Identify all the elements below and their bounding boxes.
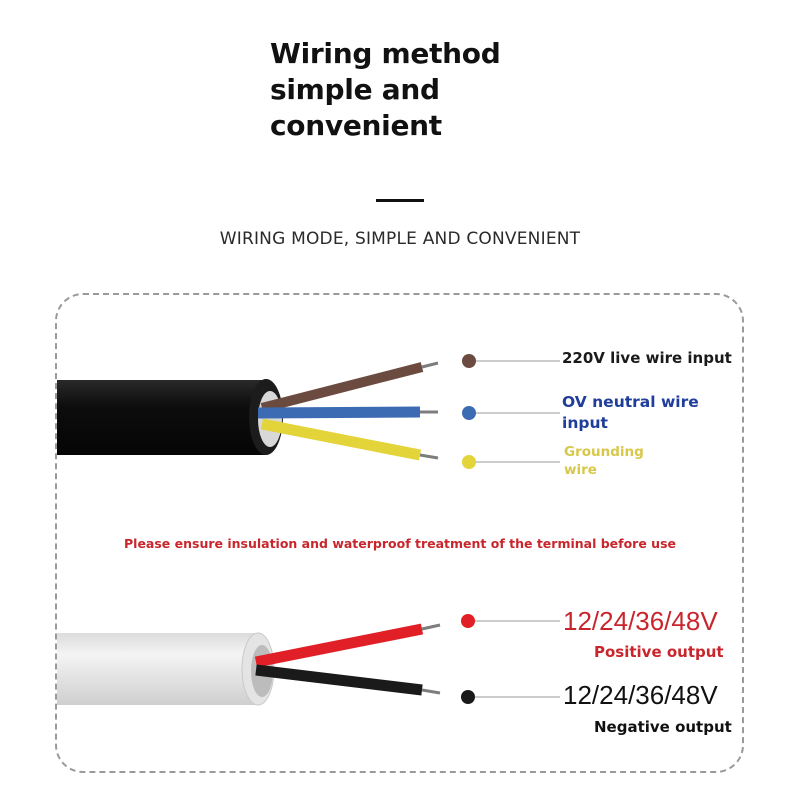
title-divider — [376, 199, 424, 202]
title-line-1: Wiring method — [270, 37, 501, 70]
dc-cable-jacket — [57, 633, 258, 705]
positive-voltage-label: 12/24/36/48V — [563, 606, 718, 636]
neutral-wire-label: OV neutral wire input — [562, 393, 699, 432]
live-wire — [260, 362, 424, 413]
live-dot — [462, 354, 476, 368]
positive-dot — [461, 614, 475, 628]
title-line-2: simple and — [270, 73, 440, 106]
ground-dot — [462, 455, 476, 469]
negative-wire — [255, 664, 423, 696]
negative-output-label: Negative output — [594, 718, 732, 736]
neutral-wire — [257, 406, 421, 419]
positive-wire-tip — [421, 623, 441, 631]
ac-cable-jacket — [57, 380, 265, 455]
ground-wire-tip — [419, 453, 439, 460]
live-wire-tip — [421, 361, 439, 369]
negative-wire-tip — [421, 688, 441, 695]
neutral-dot — [462, 406, 476, 420]
dc-cable — [57, 614, 560, 706]
page-subtitle: WIRING MODE, SIMPLE AND CONVENIENT — [219, 229, 581, 249]
ground-wire-label: Grounding wire — [564, 444, 644, 478]
title-line-3: convenient — [270, 109, 442, 142]
wiring-panel — [55, 293, 744, 773]
ac-cable — [57, 354, 560, 469]
negative-voltage-label: 12/24/36/48V — [563, 680, 718, 710]
live-wire-label: 220V live wire input — [562, 349, 732, 367]
ground-wire — [260, 418, 422, 461]
positive-wire — [254, 623, 424, 668]
safety-notice: Please ensure insulation and waterproof … — [124, 536, 676, 551]
negative-dot — [461, 690, 475, 704]
positive-output-label: Positive output — [594, 643, 724, 661]
page-title: Wiring method simple and convenient — [270, 36, 590, 144]
